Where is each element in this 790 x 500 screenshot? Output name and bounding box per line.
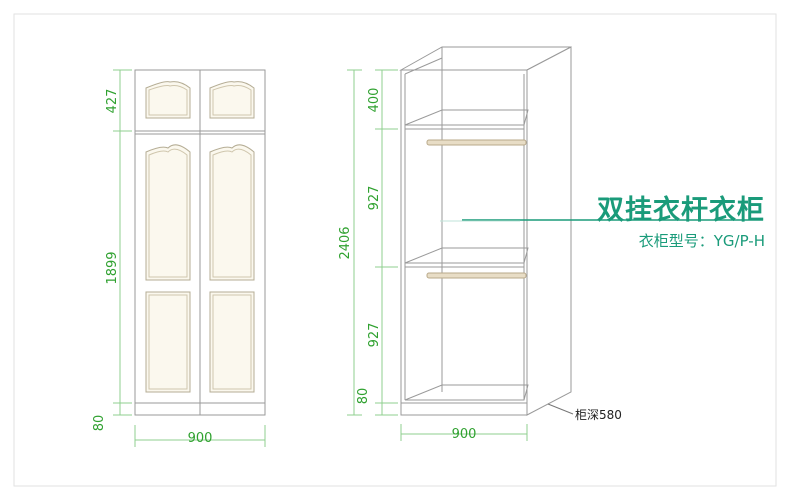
front-view — [134, 69, 266, 416]
frame-border — [13, 13, 777, 487]
front-height-base: 80 — [92, 415, 107, 432]
front-height-main: 1899 — [105, 251, 120, 284]
side-section-top: 400 — [367, 88, 382, 113]
front-dimension-lines — [113, 69, 266, 447]
product-title: 双挂衣杆衣柜 — [597, 195, 765, 226]
model-number: 衣柜型号：YG/P-H — [638, 232, 765, 250]
front-height-top: 427 — [105, 89, 120, 114]
front-width: 900 — [188, 431, 213, 446]
hanging-rod-upper — [426, 139, 527, 146]
depth-leader — [547, 403, 574, 415]
side-total-height: 2406 — [338, 226, 353, 259]
side-dimension-lines — [347, 69, 528, 441]
depth-label: 柜深580 — [575, 408, 622, 422]
side-base: 80 — [356, 388, 371, 405]
side-width: 900 — [452, 427, 477, 442]
hanging-rod-lower — [426, 272, 527, 279]
side-section-lower: 927 — [367, 323, 382, 348]
side-section-middle: 927 — [367, 186, 382, 211]
side-view — [399, 46, 572, 416]
